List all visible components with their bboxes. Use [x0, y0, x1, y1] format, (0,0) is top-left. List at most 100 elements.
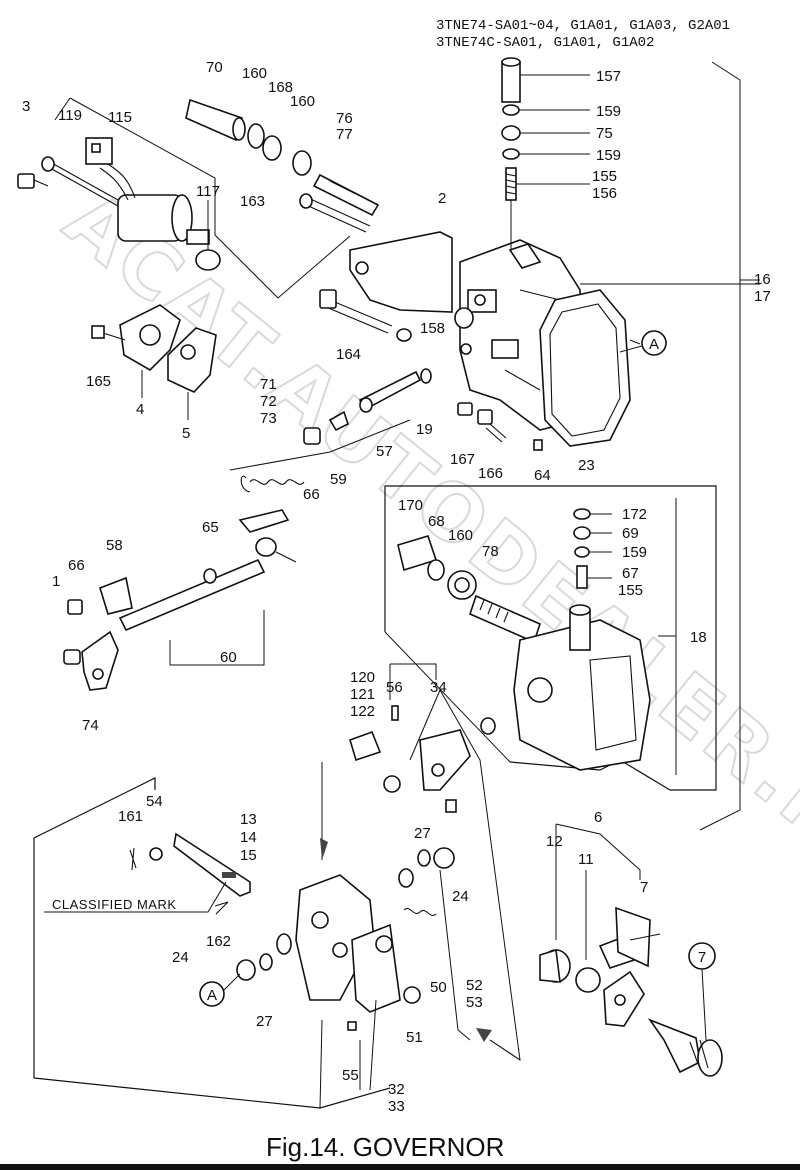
part-label: 16 [754, 271, 771, 288]
part-label: 160 [290, 93, 315, 110]
part-label: 53 [466, 994, 483, 1011]
part-label: 50 [430, 979, 447, 996]
part-label: 13 [240, 811, 257, 828]
part-label: 70 [206, 59, 223, 76]
part-label: 32 [388, 1081, 405, 1098]
part-label: 157 [596, 68, 621, 85]
part-label: 159 [622, 544, 647, 561]
part-labels: 3 119 115 117 70 160 168 160 76 77 163 2… [22, 59, 771, 1115]
lever-shaft-group [63, 419, 411, 691]
part-label: 1 [52, 573, 60, 590]
part-label: 75 [596, 125, 613, 142]
part-label: 23 [578, 457, 595, 474]
part-label: 24 [452, 888, 469, 905]
bottom-lever-assembly [33, 663, 521, 1109]
part-label: 15 [240, 847, 257, 864]
part-label: 19 [416, 421, 433, 438]
part-label: 71 [260, 376, 277, 393]
part-label: 27 [256, 1013, 273, 1030]
part-label: 67 [622, 565, 639, 582]
ref-marker-7: 7 [688, 942, 716, 970]
part-label: 160 [242, 65, 267, 82]
part-label: 11 [578, 851, 594, 868]
classified-mark-label: CLASSIFIED MARK [52, 897, 177, 912]
part-label: 121 [350, 686, 375, 703]
part-label: 2 [438, 190, 446, 207]
part-label: 59 [330, 471, 347, 488]
part-label: 115 [108, 109, 132, 126]
part-label: 155 [592, 168, 617, 185]
part-label: 56 [386, 679, 403, 696]
part-label: 172 [622, 506, 647, 523]
reference-lines [629, 61, 760, 831]
part-label: 18 [690, 629, 707, 646]
part-label: 163 [240, 193, 265, 210]
top-stud-stack [501, 57, 590, 250]
part-label: 6 [594, 809, 602, 826]
part-label: 33 [388, 1098, 405, 1115]
part-label: 117 [196, 183, 220, 200]
part-label: 68 [428, 513, 445, 530]
part-label: 119 [58, 107, 82, 124]
part-label: 72 [260, 393, 277, 410]
part-label: 14 [240, 829, 257, 846]
part-label: 51 [406, 1029, 423, 1046]
part-label: 34 [430, 679, 447, 696]
bottom-right-group [320, 823, 723, 1077]
part-label: 77 [336, 126, 353, 143]
part-label: 122 [350, 703, 375, 720]
mid-shaft-group [303, 289, 543, 451]
part-label: 55 [342, 1067, 359, 1084]
part-label: 74 [82, 717, 99, 734]
part-label: 12 [546, 833, 563, 850]
part-label: 166 [478, 465, 503, 482]
ref-marker-a-bottom: A [199, 981, 225, 1007]
cover-subassembly-18 [384, 485, 717, 791]
part-label: 52 [466, 977, 483, 994]
part-label: 4 [136, 401, 144, 418]
part-label: 120 [350, 669, 375, 686]
part-label: 160 [448, 527, 473, 544]
part-label: 69 [622, 525, 639, 542]
governor-housing [349, 231, 760, 447]
part-label: 3 [22, 98, 30, 115]
part-label: 167 [450, 451, 475, 468]
part-label: 64 [534, 467, 551, 484]
part-label: 58 [106, 537, 123, 554]
part-label: 161 [118, 808, 143, 825]
part-label: 170 [398, 497, 423, 514]
part-label: 168 [268, 79, 293, 96]
part-label: 66 [68, 557, 85, 574]
model-header-line-1: 3TNE74-SA01~04, G1A01, G1A03, G2A01 [436, 18, 730, 34]
part-label: 158 [420, 320, 445, 337]
part-label: 73 [260, 410, 277, 427]
part-label: 156 [592, 185, 617, 202]
shaft-and-washers-group [185, 98, 380, 233]
part-label: 65 [202, 519, 219, 536]
part-label: 165 [86, 373, 111, 390]
part-label: 159 [596, 147, 621, 164]
ref-marker-7-text: 7 [698, 949, 706, 966]
ref-marker-a-bottom-text: A [207, 987, 217, 1004]
part-label: 162 [206, 933, 231, 950]
part-label: 24 [172, 949, 189, 966]
part-label: 54 [146, 793, 163, 810]
part-label: 155 [618, 582, 643, 599]
model-header-line-2: 3TNE74C-SA01, G1A01, G1A02 [436, 35, 654, 51]
figure-caption: Fig.14. GOVERNOR [266, 1132, 504, 1162]
part-label: 7 [640, 879, 648, 896]
part-label: 164 [336, 346, 361, 363]
part-label: 57 [376, 443, 393, 460]
part-label: 5 [182, 425, 190, 442]
part-label: 76 [336, 110, 353, 127]
ref-marker-a-top: A [641, 330, 667, 356]
stop-solenoid-group [17, 97, 351, 299]
part-label: 60 [220, 649, 237, 666]
part-label: 66 [303, 486, 320, 503]
part-label: 78 [482, 543, 499, 560]
ref-marker-a-top-text: A [649, 336, 659, 353]
bottom-border [0, 1164, 800, 1170]
part-label: 27 [414, 825, 431, 842]
brackets-4-5 [91, 304, 217, 420]
